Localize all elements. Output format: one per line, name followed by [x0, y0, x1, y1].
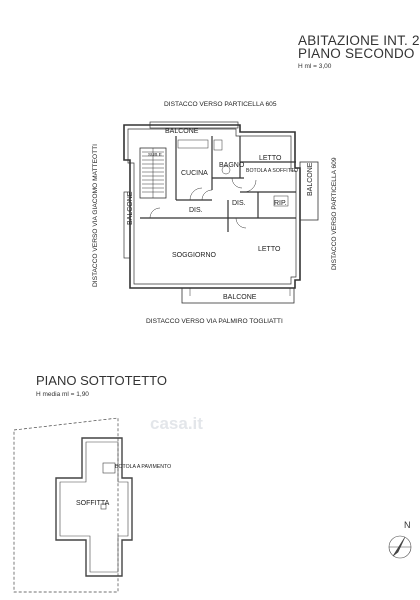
room-label-balcone-top: BALCONE: [165, 128, 199, 135]
room-label-balcone-left: BALCONE: [127, 191, 134, 225]
room-label-dis-2: DIS.: [232, 200, 246, 207]
distance-east-label: DISTACCO VERSO PARTICELLA 609: [331, 157, 338, 271]
plan-height-note: H ml = 3,00: [298, 63, 332, 70]
room-label-botola-soffitto: BOTOLA A SOFFITTO: [246, 168, 298, 174]
watermark-logo: casa.it: [150, 414, 203, 433]
room-label-soggiorno: SOGGIORNO: [172, 252, 216, 259]
room-label-sub-e: SUB E: [148, 152, 162, 157]
compass-north-label: N: [404, 520, 411, 530]
room-label-dis-1: DIS.: [189, 207, 203, 214]
attic-botola-label: BOTOLA A PAVIMENTO: [115, 464, 172, 470]
distance-south-label: DISTACCO VERSO VIA PALMIRO TOGLIATTI: [146, 318, 283, 325]
room-label-cucina: CUCINA: [181, 170, 208, 177]
room-label-letto-1: LETTO: [259, 155, 282, 162]
attic-height-note: H media ml = 1,90: [36, 391, 89, 398]
distance-north-label: DISTACCO VERSO PARTICELLA 605: [164, 101, 277, 108]
room-label-letto-2: LETTO: [258, 246, 281, 253]
room-label-bagno: BAGNO: [219, 162, 245, 169]
room-label-balcone-bottom: BALCONE: [223, 294, 257, 301]
plan-title-line2: PIANO SECONDO: [298, 46, 415, 61]
attic-soffitta-label: SOFFITTA: [76, 500, 110, 507]
attic-title: PIANO SOTTOTETTO: [36, 373, 167, 388]
room-label-balcone-right: BALCONE: [307, 162, 314, 196]
room-label-rip: RIP.: [274, 200, 287, 207]
plan-title-line1: ABITAZIONE INT. 2: [298, 33, 420, 48]
distance-west-label: DISTACCO VERSO VIA GIACOMO MATTEOTTI: [92, 144, 99, 287]
